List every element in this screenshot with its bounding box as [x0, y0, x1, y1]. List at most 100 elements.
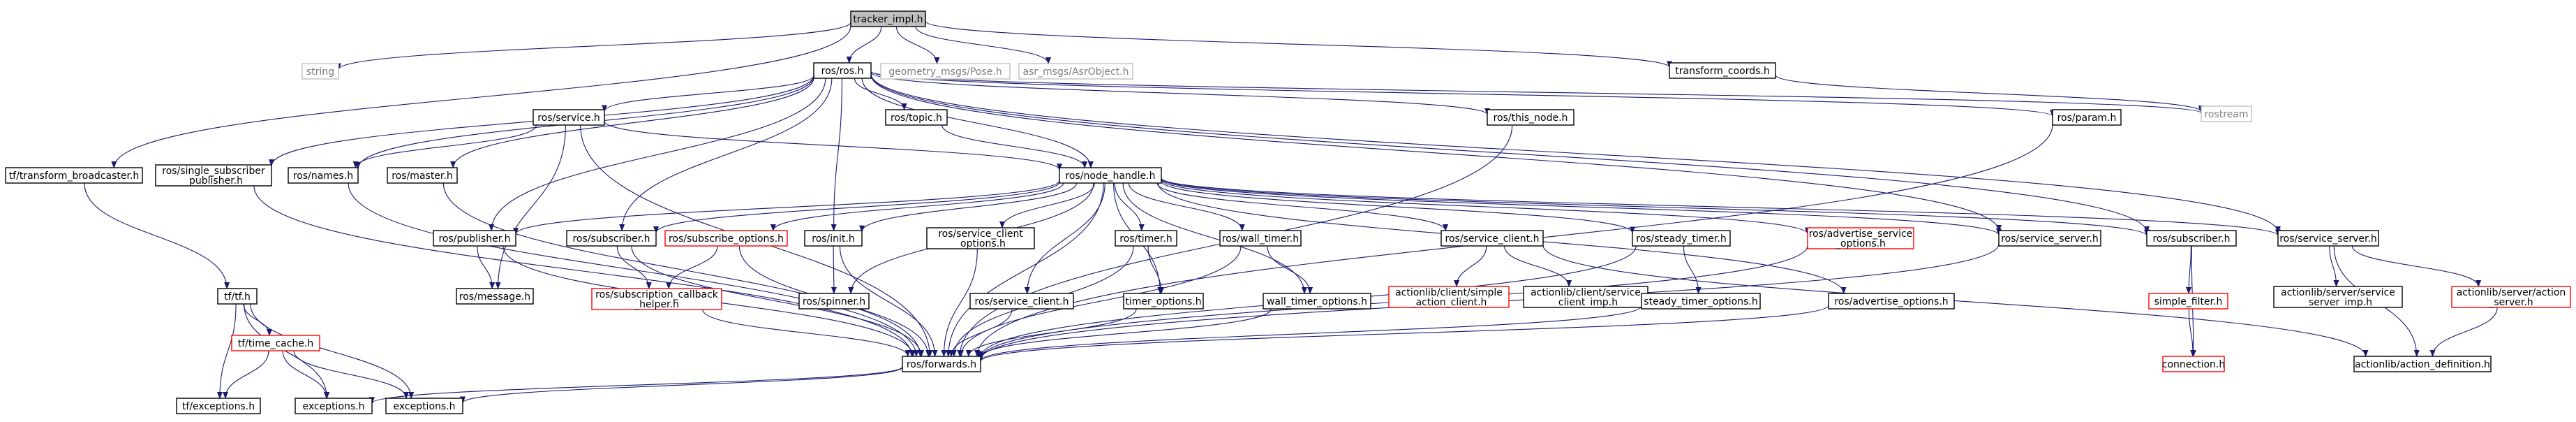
- node-svcclient[interactable]: ros/service_client.h: [969, 293, 1074, 310]
- node-label: ros/service_client.h: [1445, 233, 1540, 245]
- node-box: [1828, 293, 1955, 310]
- edge-timer-to-timeropts: [1147, 245, 1164, 294]
- edge-nodehandle-to-walltimer: [1128, 182, 1245, 231]
- node-label: tracker_impl.h: [853, 14, 923, 25]
- edge-service-to-nodehandle: [604, 121, 1062, 171]
- node-message[interactable]: ros/message.h: [456, 288, 534, 305]
- edge-ros-to-param: [870, 71, 2055, 117]
- edge-tftf-to-tfexc: [216, 303, 237, 399]
- node-steadyopts[interactable]: steady_timer_options.h: [1641, 293, 1761, 310]
- edge-ros-to-svcserver2: [870, 73, 2281, 233]
- node-tcoords[interactable]: transform_coords.h: [1669, 62, 1776, 79]
- node-exc1[interactable]: exceptions.h: [295, 398, 373, 414]
- node-label: ros/advertise_options.h: [1834, 296, 1948, 307]
- edge-steadytimer-to-steadyopts: [1683, 245, 1702, 294]
- node-label: ros/subscription_callback: [595, 289, 719, 300]
- edge-nodehandle-to-svcserver1: [1161, 178, 2002, 236]
- node-master[interactable]: ros/master.h: [387, 167, 458, 184]
- node-walltimeropts[interactable]: wall_timer_options.h: [1263, 293, 1371, 310]
- node-box: [885, 109, 948, 126]
- node-label: tf/transform_broadcaster.h: [9, 170, 140, 182]
- node-box: [1059, 167, 1162, 184]
- node-label: simple_filter.h: [2154, 296, 2223, 307]
- node-subscriber2[interactable]: ros/subscriber.h: [2146, 230, 2237, 247]
- edge-topic-to-nodehandle: [941, 124, 1088, 168]
- node-tftf[interactable]: tf/tf.h: [217, 288, 258, 305]
- node-tracker[interactable]: tracker_impl.h: [850, 10, 926, 27]
- node-init[interactable]: ros/init.h: [804, 230, 863, 247]
- edge-walltimer-to-walltimeropts: [1267, 245, 1313, 294]
- node-label: wall_timer_options.h: [1267, 296, 1367, 307]
- node-svcserver1[interactable]: ros/service_server.h: [1998, 230, 2101, 247]
- edge-nodehandle-to-timer: [1114, 182, 1145, 231]
- edge-nodehandle-to-acsvcclient: [1156, 182, 1449, 231]
- node-asaction[interactable]: actionlib/server/action_server.h: [2451, 286, 2571, 308]
- edge-tracker-to-string: [336, 22, 851, 71]
- node-service[interactable]: ros/service.h: [533, 109, 605, 126]
- node-svcserver2[interactable]: ros/service_server.h: [2277, 230, 2379, 247]
- edge-tfbroad-to-tftf: [84, 182, 230, 289]
- node-ros[interactable]: ros/ros.h: [813, 62, 872, 79]
- node-label: steady_timer_options.h: [1644, 296, 1757, 307]
- node-timeropts[interactable]: timer_options.h: [1123, 293, 1204, 310]
- node-names[interactable]: ros/names.h: [288, 167, 359, 184]
- edge-svcserver2-to-asaction: [2351, 245, 2482, 287]
- node-forwards[interactable]: ros/forwards.h: [902, 356, 981, 372]
- node-label: ros/topic.h: [891, 112, 942, 124]
- node-simplefilter[interactable]: simple_filter.h: [2148, 293, 2228, 310]
- node-box: [1018, 63, 1133, 80]
- node-tfbroad[interactable]: tf/transform_broadcaster.h: [5, 167, 143, 184]
- node-box: [385, 398, 463, 414]
- node-subcbhelper[interactable]: ros/subscription_callback_helper.h: [591, 288, 722, 310]
- node-label: ros/steady_timer.h: [1636, 233, 1727, 245]
- node-advsvcopts[interactable]: ros/advertise_service_options.h: [1807, 227, 1914, 249]
- node-label: actionlib/client/service: [1531, 287, 1641, 298]
- edge-timecache-to-exc2: [293, 350, 409, 399]
- edge-service-to-names: [352, 124, 537, 168]
- node-param[interactable]: ros/param.h: [2052, 109, 2122, 126]
- node-box: [2451, 286, 2571, 308]
- node-subscriber1[interactable]: ros/subscriber.h: [566, 230, 657, 247]
- node-timecache[interactable]: tf/time_cache.h: [231, 335, 320, 351]
- edge-ros-to-thisnode: [870, 72, 1490, 115]
- node-tfexc[interactable]: tf/exceptions.h: [176, 398, 261, 414]
- edge-ros-to-init: [831, 78, 842, 231]
- node-label: ros/subscribe_options.h: [669, 233, 784, 245]
- node-steadytimer[interactable]: ros/steady_timer.h: [1632, 230, 1731, 247]
- node-label: _action_client.h: [1410, 297, 1487, 308]
- node-thisnode[interactable]: ros/this_node.h: [1487, 109, 1574, 126]
- node-advopts[interactable]: ros/advertise_options.h: [1828, 293, 1955, 310]
- node-acsvcclient[interactable]: ros/service_client.h: [1440, 230, 1544, 247]
- node-timer[interactable]: ros/timer.h: [1115, 230, 1177, 247]
- edge-acsvcclient-to-acsvcimp: [1504, 245, 1572, 287]
- node-label: ros/service_client.h: [975, 296, 1069, 307]
- node-box: [533, 109, 605, 126]
- node-exc2[interactable]: exceptions.h: [385, 398, 463, 414]
- node-spinner[interactable]: ros/spinner.h: [798, 293, 870, 310]
- node-singlesub[interactable]: ros/single_subscriber_publisher.h: [155, 164, 272, 187]
- node-assrvimp[interactable]: actionlib/server/service_server_imp.h: [2273, 286, 2403, 308]
- node-box: [5, 167, 143, 184]
- node-nodehandle[interactable]: ros/node_handle.h: [1059, 167, 1162, 184]
- node-label: _helper.h: [634, 299, 679, 310]
- node-topic[interactable]: ros/topic.h: [885, 109, 948, 126]
- node-box: [880, 63, 1011, 80]
- node-svcclientopts[interactable]: ros/service_client_options.h: [926, 227, 1035, 249]
- node-subopts[interactable]: ros/subscribe_options.h: [664, 230, 788, 247]
- node-box: [1998, 230, 2101, 247]
- node-box: [217, 288, 258, 305]
- node-label: rostream: [2204, 109, 2248, 120]
- node-label: ros/subscriber.h: [2152, 233, 2230, 245]
- node-label: ros/param.h: [2057, 112, 2117, 124]
- edge-walltimeropts-to-forwards: [978, 308, 1272, 358]
- node-publisher[interactable]: ros/publisher.h: [433, 230, 516, 247]
- node-label: asr_msgs/AsrObject.h: [1022, 66, 1129, 78]
- node-box: [155, 164, 272, 187]
- node-connection[interactable]: connection.h: [2162, 356, 2225, 372]
- node-walltimer[interactable]: ros/wall_timer.h: [1219, 230, 1302, 247]
- node-acsvcimp[interactable]: actionlib/client/service_client_imp.h: [1523, 286, 1648, 308]
- node-box: [2277, 230, 2379, 247]
- node-acsimple[interactable]: actionlib/client/simple_action_client.h: [1388, 286, 1510, 308]
- edge-nodehandle-to-svcclient: [1024, 182, 1105, 294]
- node-actiondef[interactable]: actionlib/action_definition.h: [2353, 356, 2492, 372]
